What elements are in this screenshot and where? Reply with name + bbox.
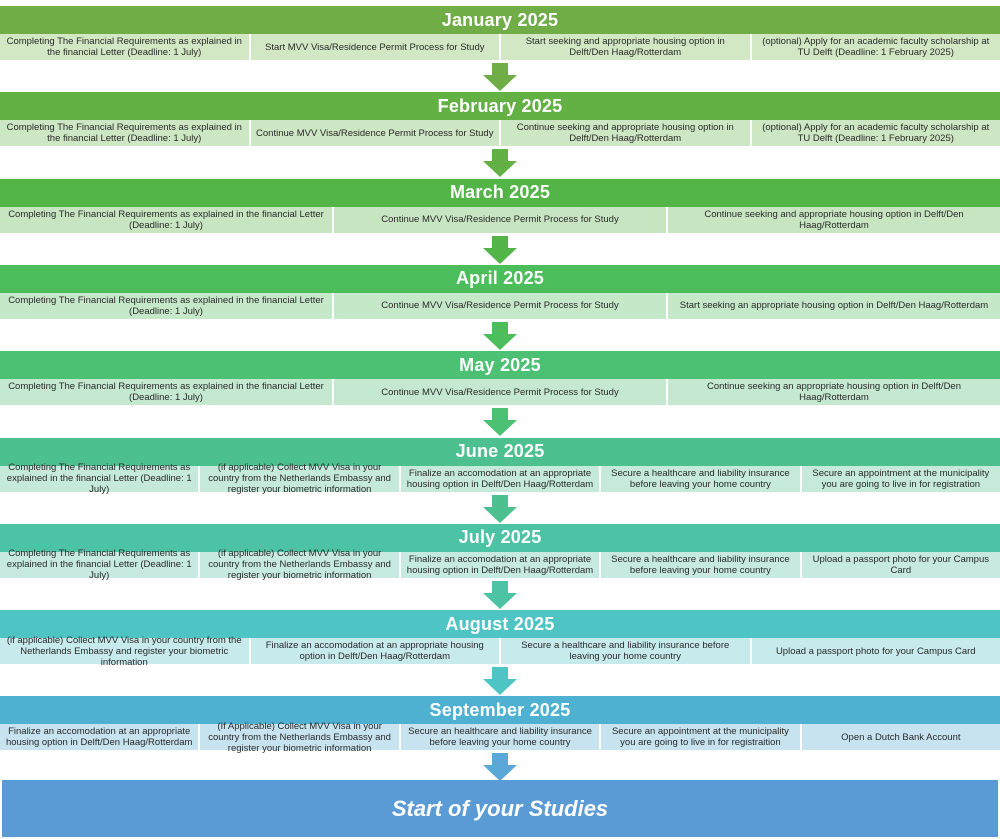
task-cell: (if applicable) Collect MVV Visa in your… bbox=[0, 635, 251, 668]
month-header: April 2025 bbox=[0, 264, 1000, 293]
month-header: March 2025 bbox=[0, 178, 1000, 207]
task-cell: Finalize an accomodation at an appropria… bbox=[400, 465, 602, 492]
month-header: January 2025 bbox=[0, 6, 1000, 34]
down-arrow-icon bbox=[483, 321, 517, 350]
task-cell: Continue MVV Visa/Residence Permit Proce… bbox=[334, 379, 668, 406]
task-cell: Continue MVV Visa/Residence Permit Proce… bbox=[250, 120, 501, 147]
task-row: Completing The Financial Requirements as… bbox=[0, 292, 1000, 319]
down-arrow-icon bbox=[483, 753, 517, 782]
task-cell: Start seeking and appropriate housing op… bbox=[501, 34, 752, 60]
down-arrow-icon bbox=[483, 149, 517, 178]
task-cell: Completing The Financial Requirements as… bbox=[0, 206, 334, 233]
task-row: Completing The Financial Requirements as… bbox=[0, 379, 1000, 406]
task-cell: Start MVV Visa/Residence Permit Process … bbox=[250, 34, 501, 60]
task-cell: Secure a healthcare and liability insura… bbox=[601, 465, 802, 492]
task-cell: Finalize an accomodation at an appropria… bbox=[0, 724, 201, 751]
month-block: August 2025(if applicable) Collect MVV V… bbox=[0, 610, 1000, 668]
down-arrow-icon bbox=[483, 63, 517, 91]
task-cell: Secure an appointment at the municipalit… bbox=[801, 465, 1000, 492]
task-row: Completing The Financial Requirements as… bbox=[0, 548, 1000, 581]
task-cell: Continue seeking and appropriate housing… bbox=[501, 120, 752, 147]
task-cell: Open a Dutch Bank Account bbox=[801, 724, 1000, 751]
start-of-studies-banner: Start of your Studies bbox=[2, 780, 998, 837]
task-row: Completing The Financial Requirements as… bbox=[0, 462, 1000, 495]
task-cell: Secure a healthcare and liability insura… bbox=[501, 638, 752, 665]
month-header: September 2025 bbox=[0, 696, 1000, 725]
task-cell: (optional) Apply for an academic faculty… bbox=[751, 120, 1000, 147]
task-cell: Continue MVV Visa/Residence Permit Proce… bbox=[334, 292, 668, 319]
down-arrow-icon bbox=[483, 667, 517, 696]
month-header: May 2025 bbox=[0, 351, 1000, 380]
down-arrow-icon bbox=[483, 580, 517, 609]
task-row: Finalize an accomodation at an appropria… bbox=[0, 721, 1000, 754]
task-cell: Continue seeking and appropriate housing… bbox=[668, 206, 1000, 233]
month-header: June 2025 bbox=[0, 437, 1000, 466]
task-cell: (optional) Apply for an academic faculty… bbox=[751, 34, 1000, 60]
task-cell: Completing The Financial Requirements as… bbox=[0, 548, 201, 581]
task-cell: Secure a healthcare and liability insura… bbox=[601, 551, 802, 578]
task-cell: (if applicable) Collect MVV Visa in your… bbox=[200, 462, 401, 495]
month-header: July 2025 bbox=[0, 523, 1000, 552]
task-cell: Completing The Financial Requirements as… bbox=[0, 379, 334, 406]
task-cell: Finalize an accomodation at an appropria… bbox=[400, 551, 602, 578]
task-cell: Finalize an accomodation at an appropria… bbox=[250, 638, 501, 665]
task-cell: Completing The Financial Requirements as… bbox=[0, 120, 251, 147]
task-cell: Completing The Financial Requirements as… bbox=[0, 292, 334, 319]
task-cell: Upload a passport photo for your Campus … bbox=[801, 551, 1000, 578]
task-row: Completing The Financial Requirements as… bbox=[0, 206, 1000, 233]
task-cell: (If Applicable) Collect MVV Visa in your… bbox=[200, 721, 401, 754]
task-cell: (if applicable) Collect MVV Visa in your… bbox=[200, 548, 401, 581]
task-cell: Upload a passport photo for your Campus … bbox=[751, 638, 1000, 665]
task-cell: Secure an appointment at the municipalit… bbox=[601, 724, 802, 751]
down-arrow-icon bbox=[483, 235, 517, 264]
task-cell: Completing The Financial Requirements as… bbox=[0, 462, 201, 495]
month-header: February 2025 bbox=[0, 92, 1000, 121]
task-cell: Start seeking an appropriate housing opt… bbox=[668, 292, 1000, 319]
task-row: Completing The Financial Requirements as… bbox=[0, 34, 1000, 60]
down-arrow-icon bbox=[483, 494, 517, 523]
down-arrow-icon bbox=[483, 408, 517, 437]
task-cell: Continue seeking an appropriate housing … bbox=[668, 379, 1000, 406]
task-cell: Continue MVV Visa/Residence Permit Proce… bbox=[334, 206, 668, 233]
task-row: Completing The Financial Requirements as… bbox=[0, 120, 1000, 147]
task-cell: Completing The Financial Requirements as… bbox=[0, 34, 251, 60]
task-row: (if applicable) Collect MVV Visa in your… bbox=[0, 635, 1000, 668]
task-cell: Secure an healthcare and liability insur… bbox=[400, 724, 602, 751]
month-header: August 2025 bbox=[0, 610, 1000, 639]
